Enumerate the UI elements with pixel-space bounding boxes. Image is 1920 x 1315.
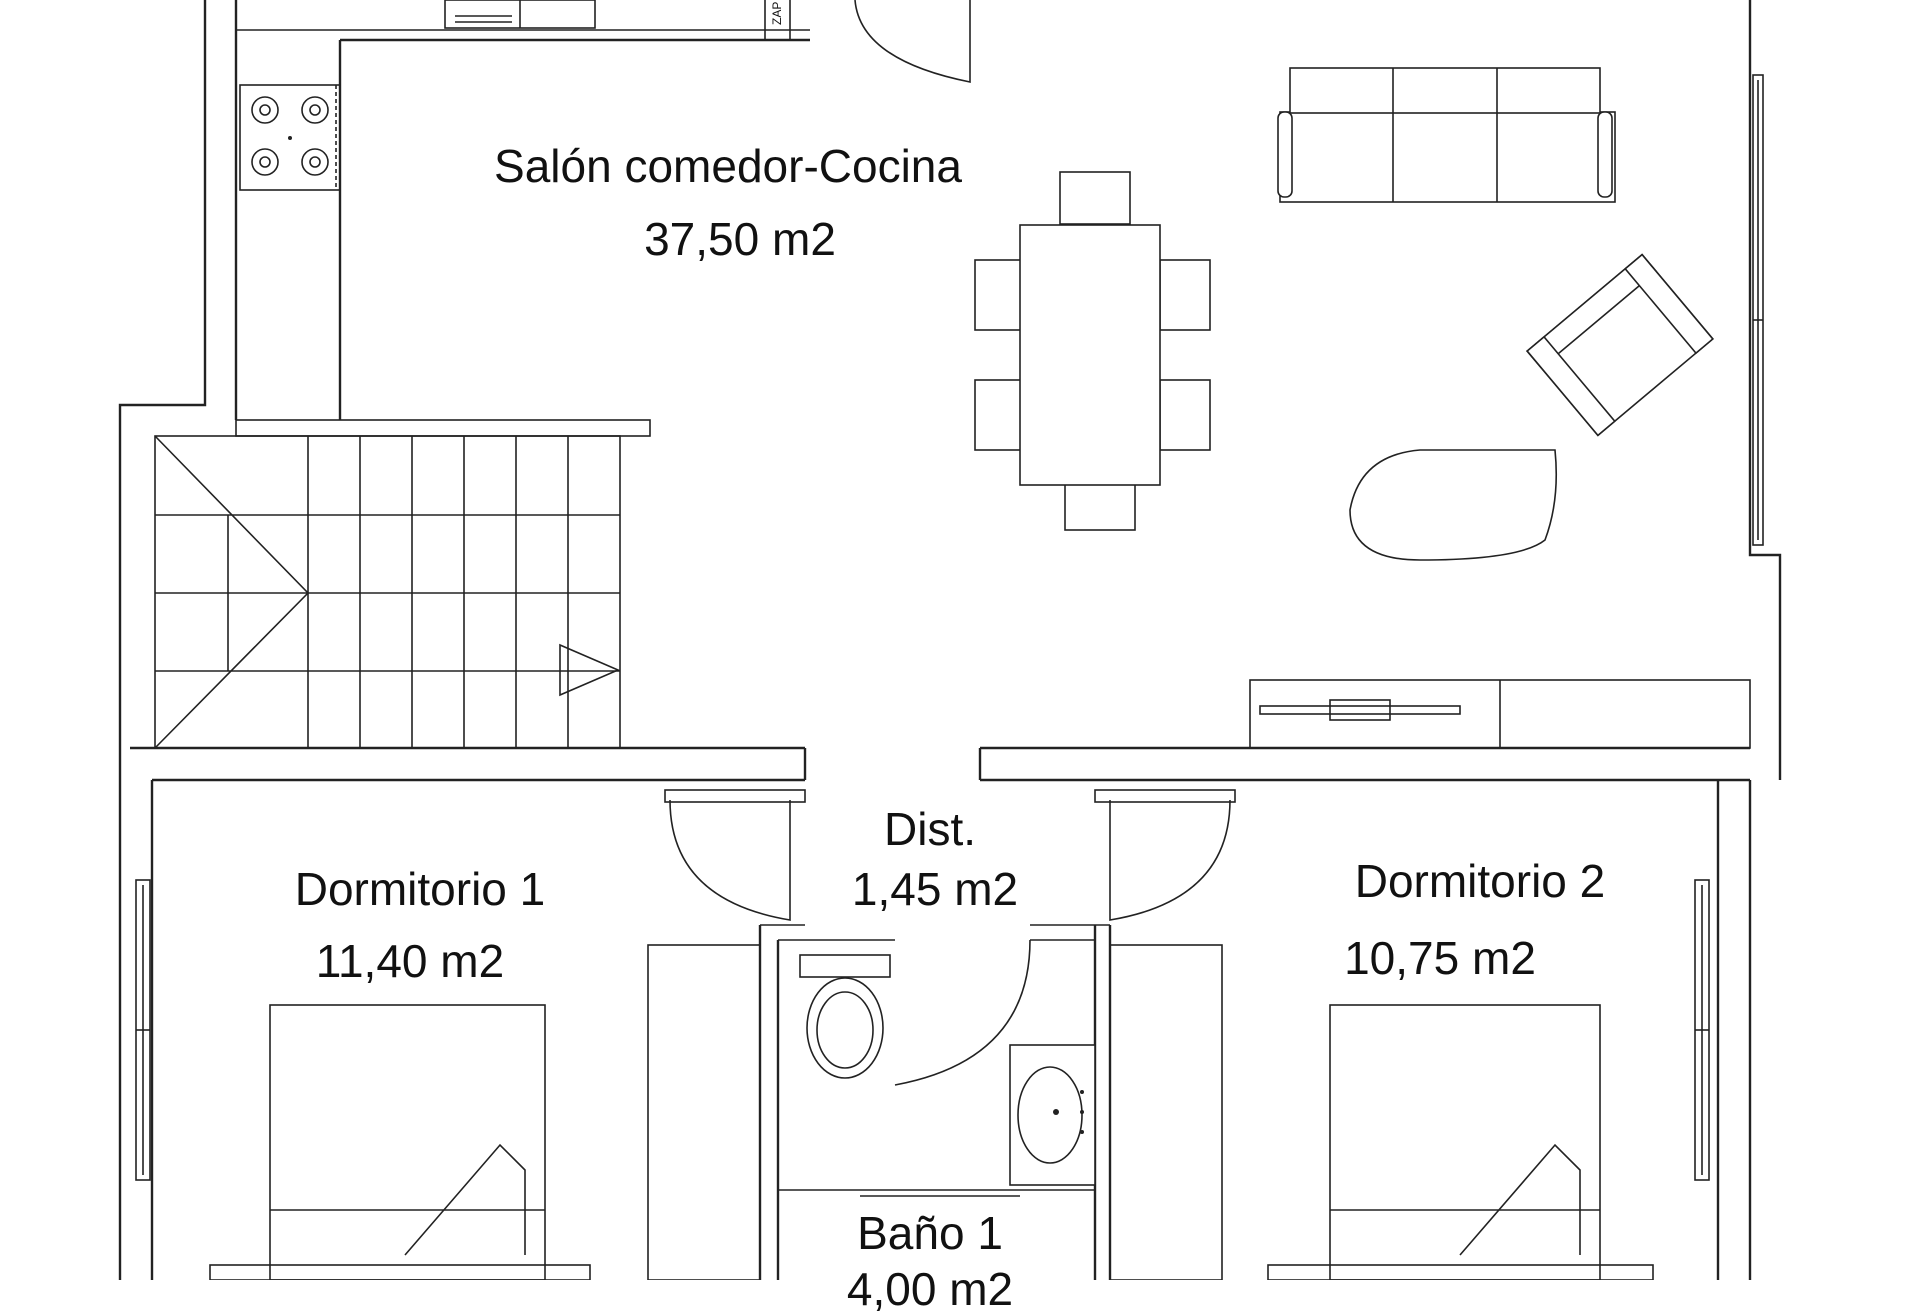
living-room-area: 37,50 m2: [644, 213, 836, 265]
bed-1-icon: [209, 1004, 591, 1280]
bedroom-2-area: 10,75 m2: [1344, 932, 1536, 984]
cooktop-icon: [239, 84, 341, 191]
toilet-icon: [799, 954, 891, 1079]
hall-area: 1,45 m2: [851, 863, 1019, 915]
hall-name: Dist.: [884, 803, 976, 855]
dining-table-icon: [974, 171, 1211, 531]
sofa-icon: [1277, 67, 1616, 203]
armchair-icon: [1526, 253, 1714, 437]
coffee-table-icon: [1349, 449, 1558, 561]
bath-name: Baño 1: [857, 1207, 1003, 1259]
bedroom-2-name: Dormitorio 2: [1354, 855, 1606, 907]
walls: [118, 0, 1782, 1280]
svg-text:ZAP: ZAP: [770, 2, 784, 25]
bed-2-icon: [1267, 1004, 1654, 1280]
staircase: [154, 435, 621, 749]
floor-plan: ZAP: [118, 0, 1782, 1280]
kitchen: ZAP: [239, 0, 784, 191]
hall-doors: [664, 789, 1236, 1086]
living-room-name: Salón comedor-Cocina: [494, 140, 962, 192]
sink-icon: [1009, 1044, 1096, 1186]
bedroom-1-area: 11,40 m2: [315, 935, 505, 987]
windows: [135, 74, 1764, 1181]
kitchen-door: [854, 0, 971, 83]
bath-area: 4,00 m2: [846, 1263, 1014, 1315]
tv-unit-icon: [1249, 679, 1751, 749]
bedroom-1-name: Dormitorio 1: [294, 863, 546, 915]
